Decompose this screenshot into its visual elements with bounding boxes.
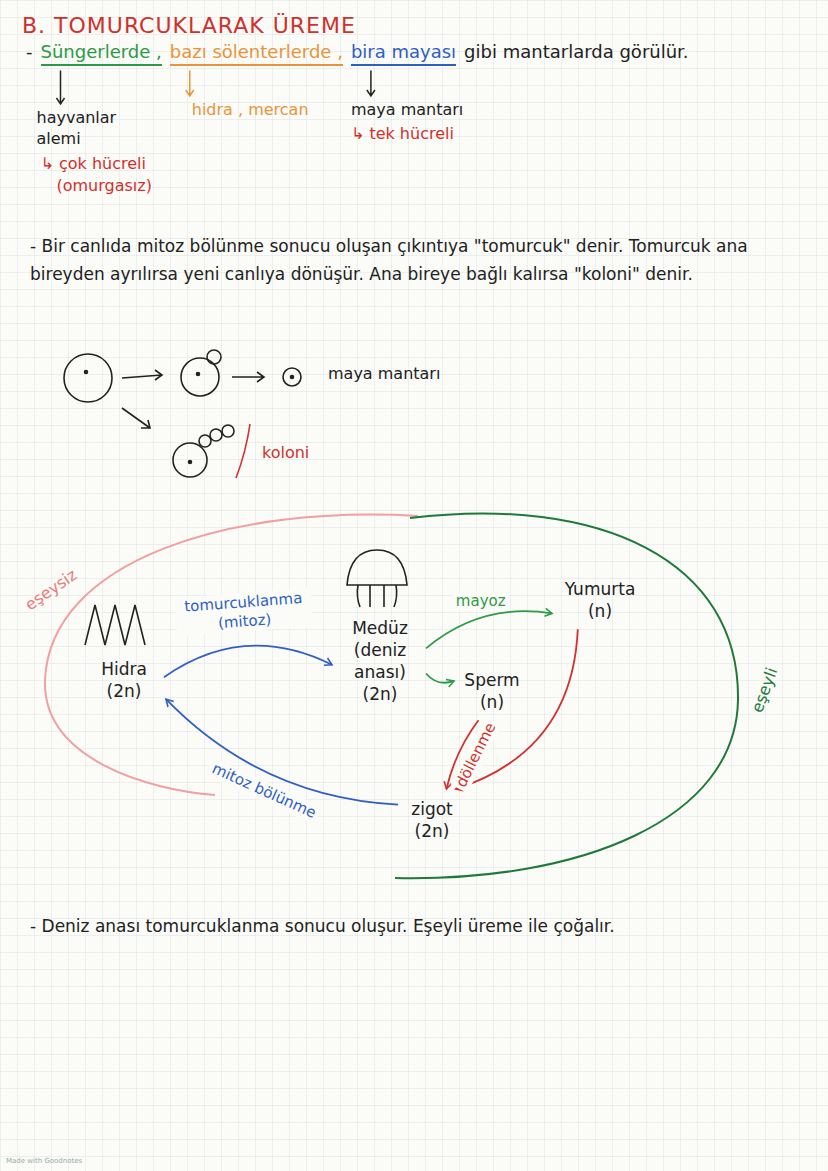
stage-name: Yumurta (n) (561, 578, 639, 622)
cycle-arrow (164, 646, 332, 678)
edge-label: mitoz bölünme (207, 758, 322, 824)
pointer-arrow (186, 70, 194, 96)
cycle-stage: Yumurta (n) (558, 575, 642, 625)
note-text: bira mayası (351, 40, 456, 66)
stage-name: Sperm (n) (463, 669, 521, 713)
cycle-stage: Hidra (2n) (88, 655, 160, 705)
note-text: ↳ tek hücreli (351, 124, 454, 145)
note-text: - (26, 40, 33, 63)
stage-name: Hidra (2n) (91, 658, 157, 702)
sexual-loop (395, 513, 738, 878)
note-text: koloni (262, 443, 309, 464)
note-text: maya mantarı (328, 364, 440, 385)
note-text: hayvanlar alemi (37, 108, 137, 150)
pointer-arrow (57, 70, 65, 104)
note-text: maya mantarı (351, 100, 463, 121)
page-title: B. TOMURCUKLARAK ÜREME (22, 12, 356, 41)
note-text: Made with Goodnotes (6, 1157, 82, 1166)
cycle-stage: Medüz (deniz anası) (2n) (338, 614, 422, 708)
note-text: bazı sölenterlerde , (170, 40, 343, 66)
hydra-drawing (85, 605, 145, 645)
pointer-arrow (367, 70, 375, 96)
note-text: gibi mantarlarda görülür. (464, 40, 688, 63)
cycle-stage: zigot (2n) (402, 795, 462, 845)
note-text: eşeysiz (21, 565, 81, 616)
note-text: eşeyli (747, 665, 782, 716)
note-text: Süngerlerde , (41, 40, 162, 66)
stage-name: zigot (2n) (405, 798, 459, 842)
koloni-bracket (236, 424, 250, 478)
cycle-arrow (426, 611, 552, 648)
edge-label: döllenme (450, 717, 501, 793)
note-text: (omurgasız) (57, 176, 152, 197)
note-text: hidra , mercan (192, 100, 309, 121)
jellyfish-drawing (347, 550, 407, 607)
cycle-arrow (426, 673, 454, 682)
note-text: - Bir canlıda mitoz bölünme sonucu oluşa… (30, 232, 800, 288)
stage-name: Medüz (deniz anası) (2n) (341, 617, 419, 705)
cycle-stage: Sperm (n) (460, 666, 524, 716)
edge-label: tomurcuklanma (mitoz) (174, 588, 312, 635)
edge-label: mayoz (453, 592, 509, 611)
note-text: - Deniz anası tomurcuklanma sonucu oluşu… (30, 912, 800, 940)
note-text: ↳ çok hücreli (41, 154, 146, 175)
